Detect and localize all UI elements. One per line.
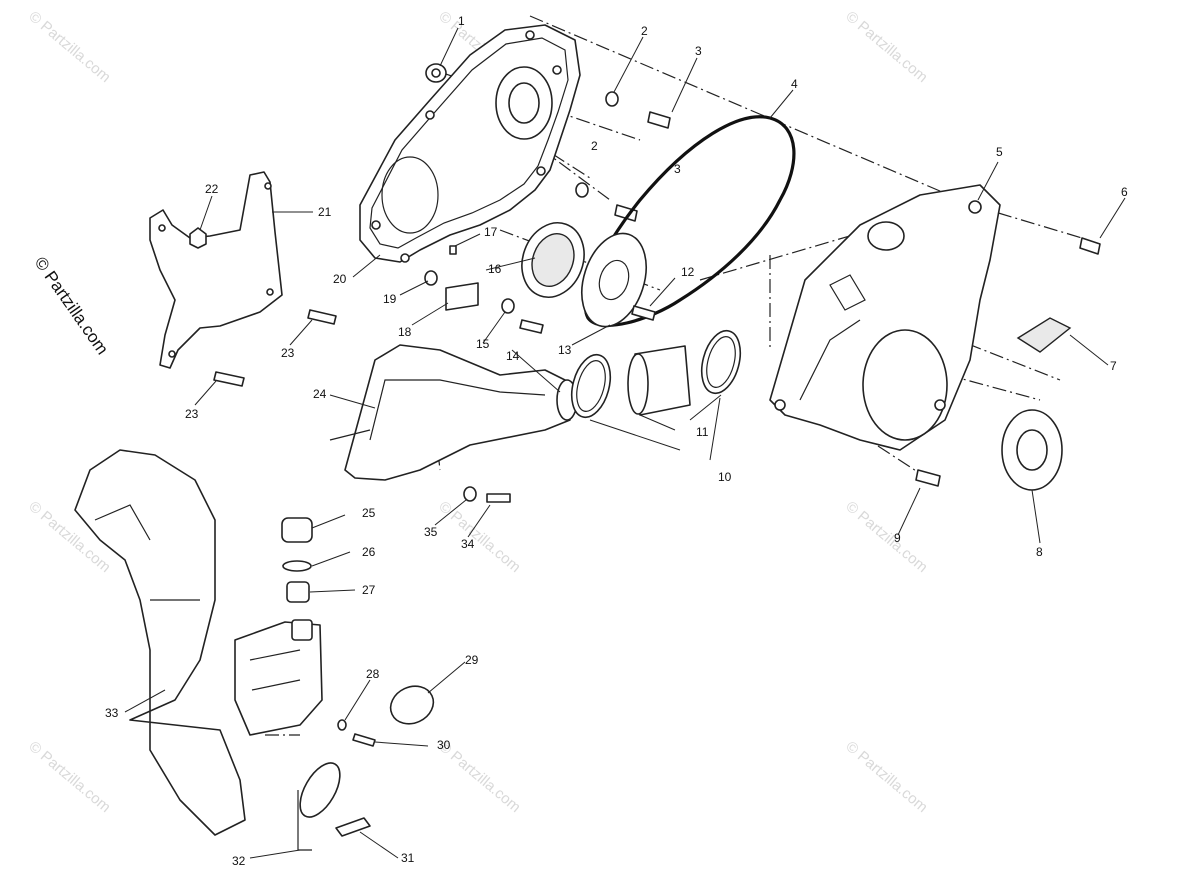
decal-7 — [1016, 317, 1072, 353]
outer-clutch-cover — [769, 184, 1001, 451]
seal-and-plate — [521, 222, 656, 328]
callout-17: 17 — [484, 225, 498, 239]
nut-22 — [189, 227, 207, 249]
clamp-11b — [700, 329, 742, 395]
bolt-3 — [647, 111, 671, 129]
callout-16: 16 — [488, 262, 502, 276]
callout-32: 32 — [232, 854, 246, 868]
callout-18: 18 — [398, 325, 412, 339]
boot-and-clamps — [570, 329, 742, 419]
strainer-27 — [286, 581, 310, 603]
washer-28 — [337, 719, 347, 731]
cap-25 — [281, 517, 313, 543]
callout-8: 8 — [1036, 545, 1043, 559]
washer-35 — [463, 486, 477, 502]
bracket-18 — [445, 282, 479, 311]
callout-31: 31 — [401, 851, 415, 865]
watermark: © Partzilla.com — [435, 498, 523, 576]
callout-2: 2 — [641, 24, 648, 38]
callout-20: 20 — [333, 272, 347, 286]
bolt-23b — [213, 371, 245, 387]
side-watermark: © Partzilla.com — [31, 253, 112, 358]
leader-lines — [124, 27, 1126, 859]
callout-11: 11 — [696, 425, 709, 439]
callout-14: 14 — [506, 349, 520, 363]
bolt-3b — [614, 204, 638, 222]
callout-2: 2 — [591, 139, 598, 153]
screw-6 — [1079, 237, 1101, 255]
clutch-bulge — [862, 329, 948, 441]
callout-15: 15 — [476, 337, 490, 351]
inner-cover-plate — [359, 24, 581, 263]
hose-31 — [335, 817, 371, 837]
callout-34: 34 — [461, 537, 475, 551]
mounting-bracket — [149, 171, 337, 387]
lower-middle-hardware — [463, 486, 511, 503]
watermark: © Partzilla.com — [842, 738, 930, 816]
plate-13 — [581, 232, 647, 328]
gasket-26 — [282, 560, 312, 572]
bolt-17 — [449, 245, 457, 255]
callout-5: 5 — [996, 145, 1003, 159]
bolt-30 — [352, 733, 376, 747]
callout-35: 35 — [424, 525, 438, 539]
hardware-top — [425, 63, 671, 222]
callout-12: 12 — [681, 265, 695, 279]
oil-tank — [234, 621, 323, 736]
callout-28: 28 — [366, 667, 380, 681]
callout-labels: 1 2 3 4 2 3 5 6 7 8 9 10 11 12 13 14 15 … — [105, 14, 1128, 868]
watermark: © Partzilla.com — [25, 738, 113, 816]
callout-26: 26 — [362, 545, 376, 559]
callout-6: 6 — [1121, 185, 1128, 199]
callout-19: 19 — [383, 292, 397, 306]
intake-duct — [329, 344, 578, 481]
callout-1: 1 — [458, 14, 465, 28]
callout-9: 9 — [894, 531, 901, 545]
callout-29: 29 — [465, 653, 479, 667]
watermark: © Partzilla.com — [25, 8, 113, 86]
callout-3: 3 — [695, 44, 702, 58]
callout-21: 21 — [318, 205, 332, 219]
oil-tank-assembly — [234, 517, 435, 851]
drive-belt — [584, 115, 796, 327]
watermark: © Partzilla.com — [842, 498, 930, 576]
bolt-12 — [631, 305, 656, 321]
callout-7: 7 — [1110, 359, 1117, 373]
callout-23: 23 — [185, 407, 199, 421]
bolt-34 — [486, 493, 511, 503]
callout-33: 33 — [105, 706, 119, 720]
clamp-29 — [389, 685, 435, 725]
callout-3: 3 — [674, 162, 681, 176]
washer-15 — [501, 298, 515, 314]
clamp-11a — [570, 353, 612, 419]
expansion-chamber — [74, 449, 341, 836]
washer-19 — [424, 270, 438, 286]
bolt-23a — [307, 309, 337, 325]
small-hardware-middle — [424, 245, 544, 334]
callout-27: 27 — [362, 583, 376, 597]
watermark: © Partzilla.com — [842, 8, 930, 86]
bolt-15 — [519, 319, 544, 334]
callout-4: 4 — [791, 77, 798, 91]
callout-30: 30 — [437, 738, 451, 752]
washer-2 — [605, 91, 619, 107]
callout-22: 22 — [205, 182, 219, 196]
bracket-21 — [149, 171, 283, 369]
chamber-outlet — [299, 762, 341, 818]
callout-23: 23 — [281, 346, 295, 360]
screw-9 — [915, 469, 941, 487]
callout-10: 10 — [718, 470, 732, 484]
callout-25: 25 — [362, 506, 376, 520]
vent-tube — [867, 221, 905, 251]
washer-2b — [575, 182, 589, 198]
callout-24: 24 — [313, 387, 327, 401]
callout-13: 13 — [558, 343, 572, 357]
